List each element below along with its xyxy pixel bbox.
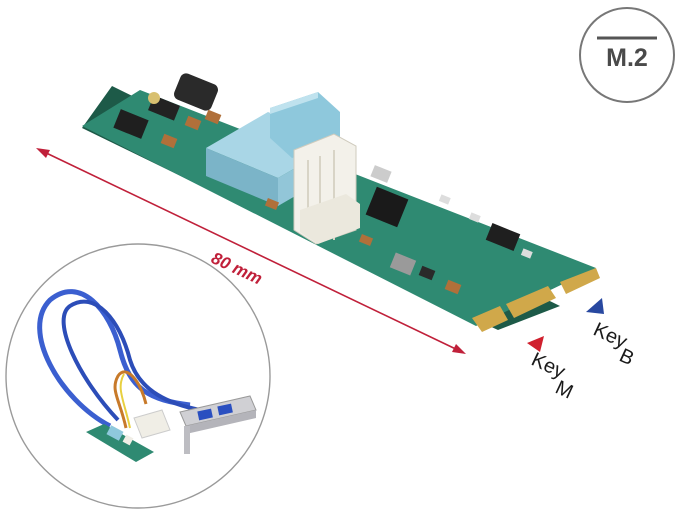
gold-fingers	[472, 268, 600, 332]
key-m-label: Key M	[527, 336, 576, 404]
mini-card-icon	[86, 424, 154, 462]
key-b-marker-icon	[586, 298, 604, 314]
inductor-icon	[174, 73, 218, 111]
eeprom-chip-icon	[485, 223, 521, 251]
inset-kit	[5, 243, 271, 509]
m2-badge: M.2	[579, 7, 675, 103]
key-m-marker-icon	[527, 336, 544, 352]
power-connector-icon	[293, 133, 360, 245]
badge-label: M.2	[606, 44, 648, 72]
m2-board	[82, 73, 600, 332]
controller-chip-icon	[365, 186, 409, 228]
bracket-icon	[179, 395, 257, 454]
key-b-label: Key B	[586, 298, 637, 370]
